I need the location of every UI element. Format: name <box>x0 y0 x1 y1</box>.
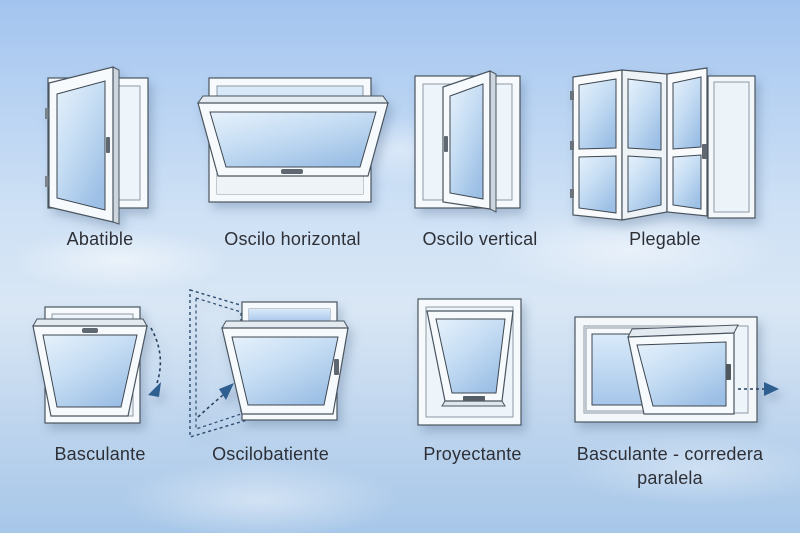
hinge-icon <box>45 176 49 187</box>
window-sash <box>32 318 148 417</box>
swing-arrow-icon <box>197 383 234 418</box>
window-sash <box>48 66 120 225</box>
window-type-label: Proyectante <box>423 444 522 464</box>
window-sash <box>426 310 514 407</box>
tilt-and-turn-window-icon <box>189 289 349 438</box>
folding-panel-3 <box>666 67 708 217</box>
open-position-outline <box>189 289 248 438</box>
horizontal-pivot-window-icon <box>32 306 162 424</box>
folding-panel-2 <box>621 69 668 221</box>
hinge-icon <box>570 189 574 198</box>
handle-icon <box>463 396 485 401</box>
window-type-label: Basculante - corredera paralela <box>576 444 764 488</box>
window-type-label: Oscilo vertical <box>422 229 538 249</box>
folding-panel-1 <box>570 69 623 221</box>
window-sash <box>221 320 349 415</box>
window-sash <box>197 95 389 177</box>
sliding-sash <box>627 324 739 415</box>
folding-window-icon <box>570 67 756 221</box>
vertical-pivot-window-icon <box>414 70 521 213</box>
fixed-frame <box>707 75 756 219</box>
handle-icon <box>334 359 339 375</box>
awning-window-icon <box>417 298 522 426</box>
window-sash <box>442 70 497 213</box>
slide-arrow-icon <box>738 382 779 396</box>
handle-icon <box>702 144 707 159</box>
window-type-label: Oscilo horizontal <box>224 229 361 249</box>
casement-window-icon <box>45 66 149 225</box>
handle-icon <box>444 136 448 152</box>
hinge-icon <box>570 91 574 100</box>
hinge-icon <box>570 141 574 150</box>
hinge-icon <box>45 108 49 119</box>
bottom-hung-tilt-window-icon <box>197 77 389 203</box>
handle-icon <box>82 328 98 333</box>
handle-icon <box>726 364 731 380</box>
window-type-label: Plegable <box>629 229 701 249</box>
window-type-label: Abatible <box>66 229 134 249</box>
handle-icon <box>281 169 303 174</box>
window-type-label: Oscilobatiente <box>212 444 329 464</box>
parallel-sliding-window-icon <box>574 316 779 423</box>
window-type-label: Basculante <box>54 444 146 464</box>
handle-icon <box>106 137 110 153</box>
tilt-arrow-icon <box>148 327 162 397</box>
